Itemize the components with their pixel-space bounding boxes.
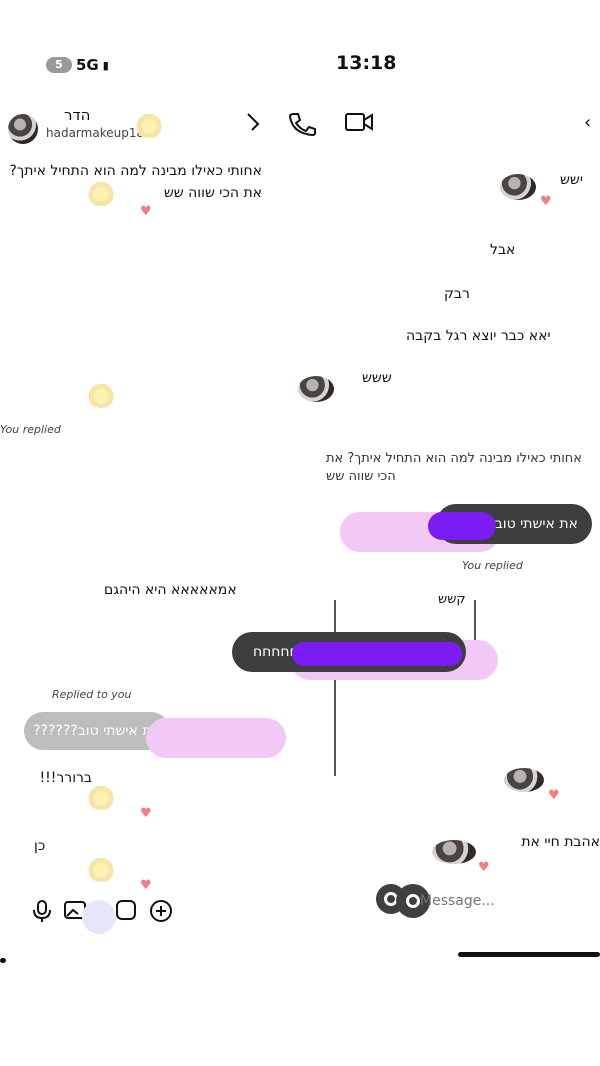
signal-icon: ▮: [102, 58, 109, 72]
message-avatar: [432, 840, 476, 864]
message-aval[interactable]: אבל: [490, 242, 516, 258]
add-icon[interactable]: [148, 898, 174, 924]
message-shesh[interactable]: ששש: [362, 370, 392, 386]
message-small-reply[interactable]: כן: [34, 838, 46, 854]
status-time: 13:18: [336, 52, 397, 74]
message-yaa[interactable]: יאא כבר יוצא רגל בקבה: [406, 328, 551, 344]
sticker-icon: [134, 112, 164, 138]
reaction-heart-icon: ♥: [140, 204, 152, 219]
sticker-icon: [86, 784, 116, 810]
network-type: 5G: [76, 56, 99, 74]
incoming-message[interactable]: אחותי כאילו מבינה למה הוא התחיל איתך? את…: [9, 163, 262, 201]
network-indicator: 5 5G ▮: [46, 56, 109, 74]
message-baruch[interactable]: ברורר!!!: [39, 770, 92, 786]
reply-highlight: [428, 512, 496, 540]
video-call-icon[interactable]: [344, 110, 374, 134]
voice-icon[interactable]: [244, 110, 266, 136]
reply-preview-bubble: [146, 718, 286, 758]
message-rabak[interactable]: רבק: [444, 286, 470, 302]
sticker-picker-icon[interactable]: [114, 898, 140, 922]
message-input[interactable]: [420, 888, 590, 914]
message-aaa[interactable]: אמאאאאא היא היהגם: [104, 582, 237, 598]
outgoing-message[interactable]: ישש: [560, 172, 583, 188]
quoted-message[interactable]: אחותי כאילו מבינה למה הוא התחיל איתך? את…: [326, 451, 582, 484]
message-avatar: [298, 376, 334, 402]
message-kshesh[interactable]: קשש: [438, 592, 466, 607]
header-avatar[interactable]: [8, 114, 38, 144]
reaction-heart-icon: ♥: [540, 194, 552, 209]
reaction-heart-icon: ♥: [140, 878, 152, 893]
reply-connector-line: [474, 600, 476, 672]
mic-icon[interactable]: [30, 898, 54, 924]
reaction-heart-icon: ♥: [140, 806, 152, 821]
message-final[interactable]: אהבת חיי את: [521, 834, 600, 850]
network-badge: 5: [46, 57, 72, 73]
you-replied-label: You replied: [462, 559, 523, 572]
home-indicator-dot: [0, 958, 6, 963]
contact-name[interactable]: הדר: [64, 106, 91, 124]
contact-username[interactable]: hadarmakeup18: [46, 126, 145, 140]
reply-connector-line: [334, 600, 336, 776]
audio-call-icon[interactable]: [286, 110, 320, 136]
message-bubble[interactable]: את אישתי טוב??????: [24, 712, 170, 750]
message-avatar: [500, 174, 536, 200]
sticker-icon: [86, 856, 116, 882]
home-indicator: [458, 952, 600, 957]
reply-highlight: [292, 642, 462, 666]
cursor-highlight: [82, 900, 116, 934]
replied-to-you-label: Replied to you: [52, 688, 132, 701]
back-chevron-icon[interactable]: ‹: [584, 112, 592, 133]
you-replied-label: You replied: [0, 423, 61, 436]
sticker-icon: [86, 382, 116, 408]
reaction-heart-icon: ♥: [548, 788, 560, 803]
message-avatar: [504, 768, 544, 792]
reaction-heart-icon: ♥: [478, 860, 490, 875]
sticker-icon: [86, 180, 116, 206]
